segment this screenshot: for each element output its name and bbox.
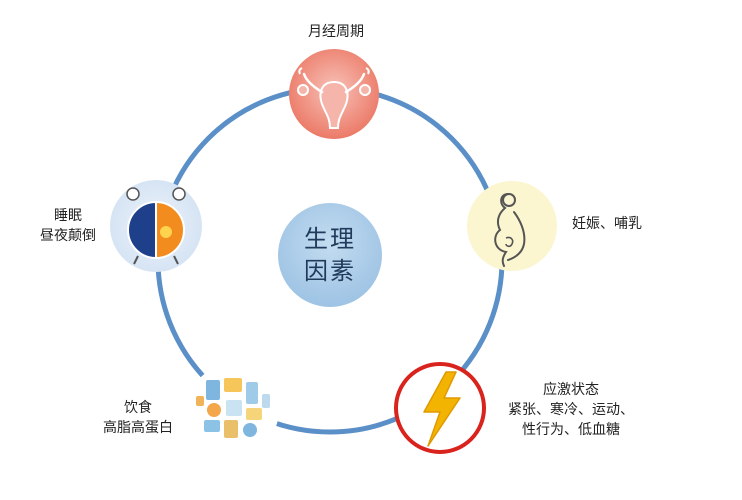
diet-label: 饮食 高脂高蛋白 [90,398,186,438]
sleep-label-title: 睡眠 [54,208,82,224]
pregnant-woman-icon [467,181,557,271]
lightning-icon [394,362,486,454]
sleep-label: 睡眠 昼夜颠倒 [30,206,106,246]
diet-label-detail: 高脂高蛋白 [103,420,173,436]
diet-label-title: 饮食 [124,400,152,416]
stress-label-title: 应激状态 [543,382,599,398]
uterus-icon [289,49,379,139]
pregnancy-label: 妊娠、哺乳 [572,216,642,232]
center-label-line1: 生理 [304,225,356,253]
food-collage-icon [187,364,279,456]
sleep-label-detail: 昼夜颠倒 [40,228,96,244]
stress-label-detail2: 性行为、低血糖 [522,422,620,438]
center-label-line2: 因素 [304,257,356,285]
center-circle [278,203,382,307]
stress-label: 应激状态 紧张、寒冷、运动、 性行为、低血糖 [496,380,646,440]
center-label: 生理 因素 [275,200,385,310]
menstrual-label: 月经周期 [308,24,364,40]
day-night-alarm-clock-icon [110,180,202,272]
stress-label-detail1: 紧张、寒冷、运动、 [508,402,634,418]
